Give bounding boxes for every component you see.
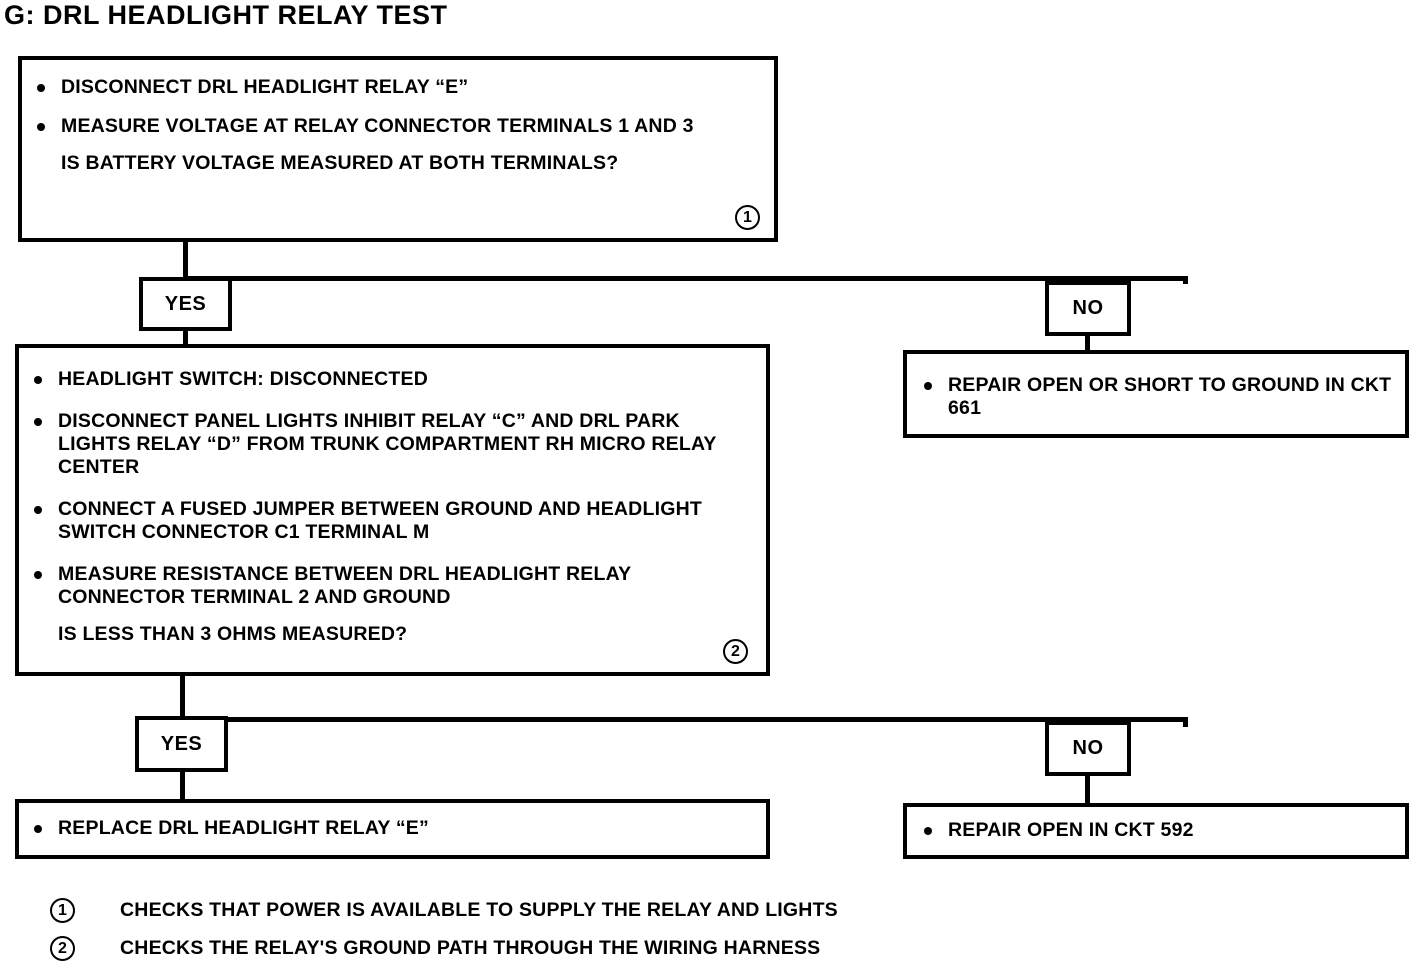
step2-bullet-4: MEASURE RESISTANCE BETWEEN DRL HEADLIGHT… (25, 563, 752, 609)
step1-bullet-2-text: MEASURE VOLTAGE AT RELAY CONNECTOR TERMI… (61, 115, 694, 137)
step2-bullet-3: CONNECT A FUSED JUMPER BETWEEN GROUND AN… (25, 498, 752, 544)
step2-no-drop-line (1183, 717, 1188, 727)
step2-yes-box[interactable]: YES (135, 716, 228, 772)
step2-yes-result-bullet-1: REPLACE DRL HEADLIGHT RELAY “E” (25, 817, 754, 840)
step1-no-label: NO (1072, 297, 1104, 319)
footnote-1-text: CHECKS THAT POWER IS AVAILABLE TO SUPPLY… (120, 899, 838, 921)
bullet-icon (34, 506, 42, 514)
step2-bullet-1-text: HEADLIGHT SWITCH: DISCONNECTED (58, 368, 428, 390)
step1-yes-label: YES (164, 292, 207, 315)
step1-yes-box[interactable]: YES (139, 277, 232, 331)
footnote-2-mark-wrap: 2 (50, 936, 120, 961)
step1-bullet-1-text: DISCONNECT DRL HEADLIGHT RELAY “E” (61, 76, 469, 98)
bullet-icon (34, 571, 42, 579)
step1-question: IS BATTERY VOLTAGE MEASURED AT BOTH TERM… (61, 152, 619, 174)
step2-no-box[interactable]: NO (1045, 721, 1131, 776)
step2-box: HEADLIGHT SWITCH: DISCONNECTED DISCONNEC… (15, 344, 770, 676)
bullet-icon (34, 418, 42, 426)
step1-no-box[interactable]: NO (1045, 281, 1131, 336)
step2-yes-to-result-line (180, 771, 185, 800)
step1-no-drop-line (1183, 276, 1188, 284)
bullet-icon (34, 376, 42, 384)
step2-yes-result-text: REPLACE DRL HEADLIGHT RELAY “E” (58, 817, 429, 839)
step2-question: IS LESS THAN 3 OHMS MEASURED? (58, 623, 408, 645)
step2-branch-bar (180, 717, 1188, 722)
bullet-icon (37, 84, 45, 92)
footnotes: 1 CHECKS THAT POWER IS AVAILABLE TO SUPP… (50, 898, 1390, 972)
bullet-icon (34, 825, 42, 833)
bullet-icon (924, 382, 932, 390)
step2-no-result-text: REPAIR OPEN IN CKT 592 (948, 819, 1194, 841)
footnote-row-1: 1 CHECKS THAT POWER IS AVAILABLE TO SUPP… (50, 898, 1390, 928)
footnote-1-marker: 1 (50, 898, 75, 923)
step2-yes-result-box: REPLACE DRL HEADLIGHT RELAY “E” (15, 799, 770, 859)
footnote-row-2: 2 CHECKS THE RELAY'S GROUND PATH THROUGH… (50, 936, 1390, 966)
step2-no-result-box: REPAIR OPEN IN CKT 592 (903, 803, 1409, 859)
step1-branch-bar (183, 276, 1188, 281)
step1-yes-to-step2-line (183, 330, 188, 348)
step2-stem-line (180, 674, 185, 718)
step2-bullet-1: HEADLIGHT SWITCH: DISCONNECTED (25, 368, 752, 391)
footnote-2-marker: 2 (50, 936, 75, 961)
step1-footnote-marker: 1 (735, 205, 760, 230)
step2-no-result-bullet-1: REPAIR OPEN IN CKT 592 (915, 819, 1393, 842)
step2-no-label: NO (1072, 737, 1104, 759)
footnote-2-text: CHECKS THE RELAY'S GROUND PATH THROUGH T… (120, 937, 821, 959)
page-title: G: DRL HEADLIGHT RELAY TEST (4, 0, 448, 30)
step1-no-result-box: REPAIR OPEN OR SHORT TO GROUND IN CKT 66… (903, 350, 1409, 438)
step1-bullet-2: MEASURE VOLTAGE AT RELAY CONNECTOR TERMI… (28, 115, 760, 138)
step1-no-to-result-line (1085, 334, 1090, 354)
step2-bullet-2: DISCONNECT PANEL LIGHTS INHIBIT RELAY “C… (25, 410, 752, 479)
step2-bullet-3-text: CONNECT A FUSED JUMPER BETWEEN GROUND AN… (58, 498, 702, 543)
step1-stem-line (183, 240, 188, 280)
step2-bullet-4-text: MEASURE RESISTANCE BETWEEN DRL HEADLIGHT… (58, 563, 631, 608)
step1-no-result-bullet-1: REPAIR OPEN OR SHORT TO GROUND IN CKT 66… (915, 374, 1393, 420)
step2-yes-label: YES (160, 732, 203, 755)
step1-no-result-text: REPAIR OPEN OR SHORT TO GROUND IN CKT 66… (948, 374, 1392, 419)
step2-footnote-marker: 2 (723, 639, 748, 664)
footnote-1-mark-wrap: 1 (50, 898, 120, 923)
step2-no-to-result-line (1085, 775, 1090, 804)
step1-box: DISCONNECT DRL HEADLIGHT RELAY “E” MEASU… (18, 56, 778, 242)
step1-bullet-1: DISCONNECT DRL HEADLIGHT RELAY “E” (28, 76, 760, 99)
bullet-icon (924, 827, 932, 835)
step2-bullet-2-text: DISCONNECT PANEL LIGHTS INHIBIT RELAY “C… (58, 410, 717, 478)
bullet-icon (37, 123, 45, 131)
